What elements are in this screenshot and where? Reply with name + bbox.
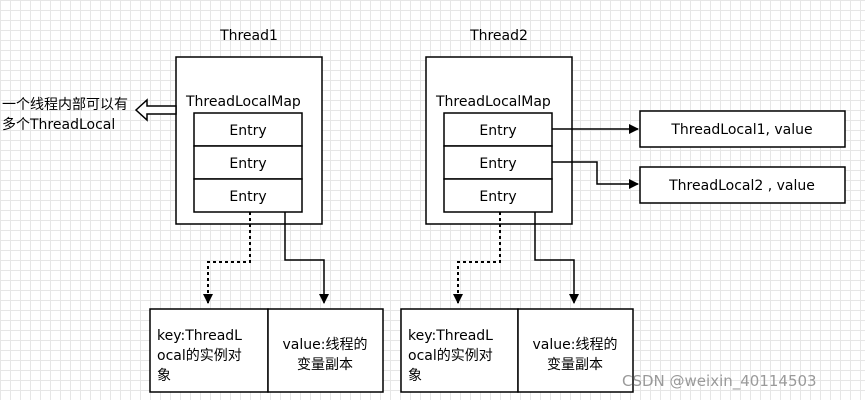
thread1-entry-3-label: Entry bbox=[229, 189, 266, 205]
thread2-value-line-2: 变量副本 bbox=[547, 357, 603, 373]
thread2-entry-1-label: Entry bbox=[479, 123, 516, 139]
thread2-key-box bbox=[400, 308, 519, 393]
thread1-map-label: ThreadLocalMap bbox=[185, 94, 301, 110]
thread2-key-line-3: 象 bbox=[408, 368, 422, 384]
thread2-key-line-2: ocal的实例对 bbox=[408, 348, 493, 364]
thread1-value-line-2: 变量副本 bbox=[297, 357, 353, 373]
thread1-value-box bbox=[267, 308, 384, 393]
thread2-value-box bbox=[517, 308, 634, 393]
thread1-entry-2-label: Entry bbox=[229, 156, 266, 172]
thread2-map-label: ThreadLocalMap bbox=[435, 94, 551, 110]
thread2-entry-3-label: Entry bbox=[479, 189, 516, 205]
thread2-value-arrow bbox=[534, 212, 579, 304]
thread2-entry-2-label: Entry bbox=[479, 156, 516, 172]
thread1-key-line-2: ocal的实例对 bbox=[157, 348, 242, 364]
thread1-key-arrow bbox=[203, 212, 251, 304]
thread1-value-line-1: value:线程的 bbox=[283, 337, 368, 353]
thread2-title: Thread2 bbox=[469, 28, 528, 44]
threadlocal1-box bbox=[639, 110, 846, 148]
thread2-entry-1 bbox=[443, 112, 553, 147]
thread1-entry-1 bbox=[193, 112, 303, 147]
thread1-entry-3 bbox=[193, 178, 303, 213]
threadlocal2-box bbox=[639, 166, 846, 204]
threadlocal2-label: ThreadLocal2 , value bbox=[668, 178, 815, 194]
thread1-key-line-3: 象 bbox=[157, 368, 171, 384]
side-note-line-2: 多个ThreadLocal bbox=[2, 116, 115, 133]
thread2-key-arrow bbox=[453, 212, 501, 304]
thread1-value-arrow bbox=[284, 212, 329, 304]
thread1-title: Thread1 bbox=[219, 28, 278, 44]
thread2-group: Thread2 ThreadLocalMap Entry Entry Entry… bbox=[400, 28, 639, 393]
thread2-key-line-1: key:ThreadL bbox=[408, 328, 493, 344]
side-note-group: 一个线程内部可以有 多个ThreadLocal bbox=[2, 97, 177, 133]
entry2-to-threadlocal2-arrow bbox=[552, 161, 639, 189]
thread1-group: Thread1 ThreadLocalMap Entry Entry Entry… bbox=[149, 28, 384, 393]
watermark: CSDN @weixin_40114503 bbox=[622, 372, 817, 391]
thread2-entry-3 bbox=[443, 178, 553, 213]
hollow-arrow-icon bbox=[134, 98, 177, 122]
thread2-value-line-1: value:线程的 bbox=[533, 337, 618, 353]
thread1-key-box bbox=[149, 308, 269, 393]
threadlocal-boxes: ThreadLocal1, value ThreadLocal2 , value bbox=[639, 110, 846, 204]
thread1-entry-1-label: Entry bbox=[229, 123, 266, 139]
side-note-line-1: 一个线程内部可以有 bbox=[2, 97, 128, 113]
thread1-key-line-1: key:ThreadL bbox=[157, 328, 242, 344]
threadlocal1-label: ThreadLocal1, value bbox=[670, 122, 812, 138]
